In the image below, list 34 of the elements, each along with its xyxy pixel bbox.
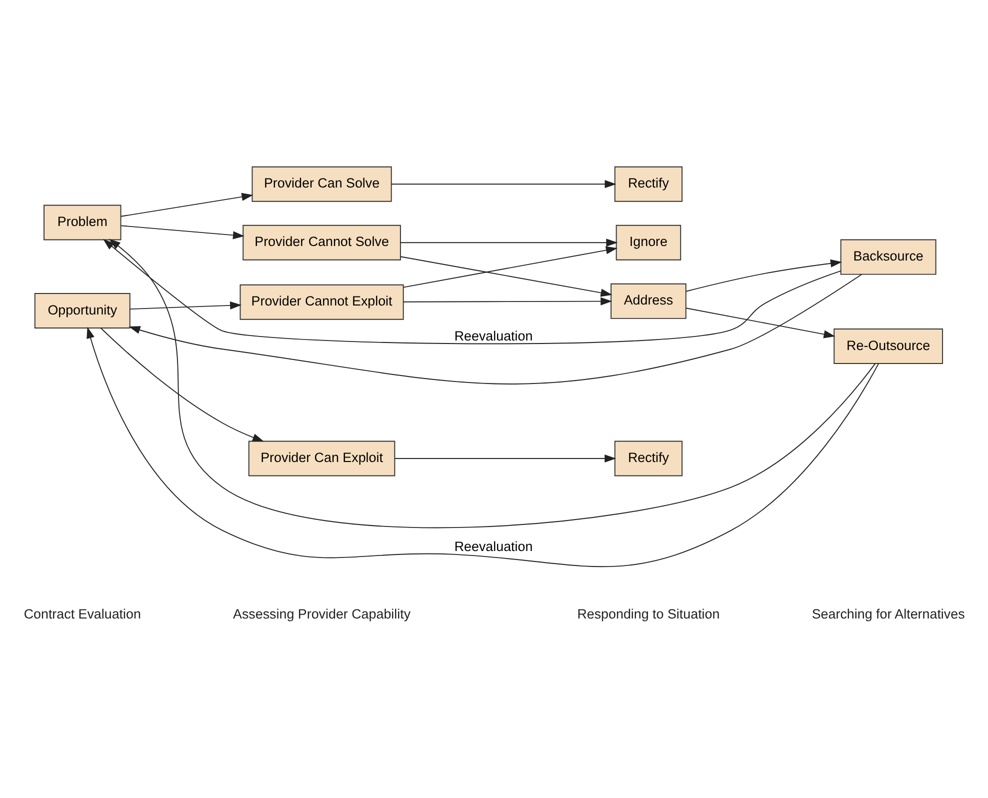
arrow	[394, 454, 616, 462]
arrow	[402, 246, 618, 288]
node-box: Provider Cannot Exploit	[240, 284, 404, 320]
arrow	[108, 238, 876, 528]
node-box: Provider Cannot Solve	[242, 224, 401, 260]
node-box: Opportunity	[34, 292, 130, 328]
node-box: Address	[610, 282, 686, 318]
label: Contract Evaluation	[24, 606, 141, 621]
arrow	[686, 307, 836, 338]
arrow	[86, 326, 879, 567]
arrow	[400, 256, 612, 296]
node-box: Provider Can Exploit	[248, 440, 396, 476]
arrow	[100, 327, 264, 442]
node-box: Rectify	[614, 166, 683, 202]
arrow	[130, 300, 242, 310]
edge-label: Reevaluation	[454, 538, 533, 554]
arrow	[120, 192, 254, 216]
node-box: Rectify	[614, 440, 683, 476]
edge-label: Reevaluation	[454, 328, 533, 344]
arrow	[128, 273, 862, 384]
label: Responding to Situation	[577, 606, 720, 621]
arrow	[402, 296, 612, 305]
arrow	[391, 180, 616, 188]
node-box: Ignore	[616, 224, 682, 260]
arrow	[103, 238, 842, 344]
node-box: Re-Outsource	[834, 328, 944, 364]
arrow	[120, 224, 245, 239]
label: Assessing Provider Capability	[233, 606, 411, 621]
arrow	[400, 238, 618, 246]
node-box: Provider Can Solve	[252, 166, 392, 202]
arrow	[686, 258, 842, 292]
label: Searching for Alternatives	[812, 606, 965, 621]
node-box: Backsource	[840, 238, 936, 274]
node-box: Problem	[44, 204, 122, 240]
